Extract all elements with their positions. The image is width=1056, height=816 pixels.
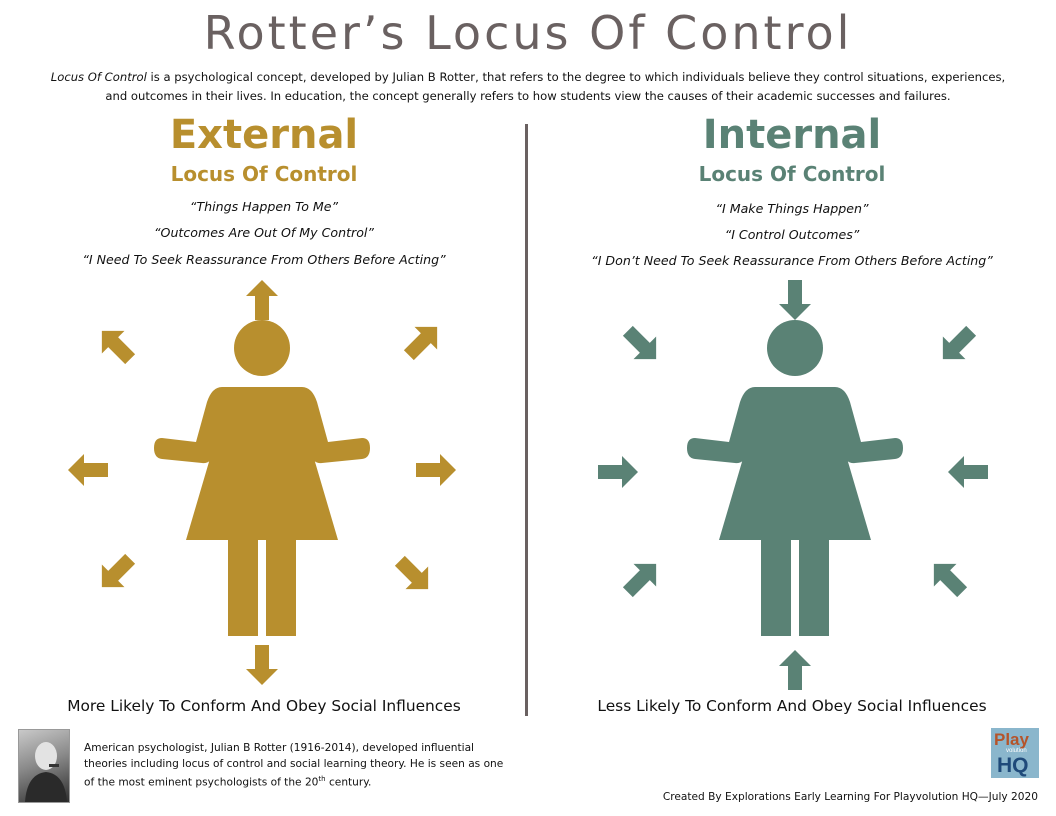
logo-hq: HQ xyxy=(997,754,1029,777)
ext-arrow-6-icon xyxy=(90,547,142,599)
internal-figure xyxy=(687,320,903,636)
int-arrow-6-icon xyxy=(616,552,668,604)
int-arrow-2-icon xyxy=(931,319,983,371)
external-quote-2: “Outcomes Are Out Of My Control” xyxy=(154,225,374,240)
ext-arrow-8-icon xyxy=(90,319,142,371)
external-figure xyxy=(154,320,370,636)
external-heading: External xyxy=(169,112,359,158)
ext-arrow-1-icon xyxy=(246,280,278,320)
internal-subheading: Locus Of Control xyxy=(698,162,886,186)
internal-person-icon xyxy=(687,320,903,636)
ext-arrow-3-icon xyxy=(416,454,456,486)
int-arrow-4-icon xyxy=(922,552,974,604)
rotter-bio: American psychologist, Julian B Rotter (… xyxy=(84,741,504,791)
logo-volution: volution xyxy=(1006,748,1027,754)
intro-term: Locus Of Control xyxy=(50,70,147,84)
bio-text: American psychologist, Julian B Rotter (… xyxy=(84,742,504,789)
external-person-icon xyxy=(154,320,370,636)
external-subheading: Locus Of Control xyxy=(170,162,358,186)
portrait-silhouette-icon xyxy=(25,742,67,802)
external-caption: More Likely To Conform And Obey Social I… xyxy=(67,697,461,715)
internal-quote-3: “I Don’t Need To Seek Reassurance From O… xyxy=(591,253,993,268)
ext-arrow-5-icon xyxy=(246,645,278,685)
int-arrow-5-icon xyxy=(779,650,811,690)
internal-caption: Less Likely To Conform And Obey Social I… xyxy=(597,697,987,715)
bio-text-end: century. xyxy=(325,776,372,789)
internal-heading: Internal xyxy=(702,112,882,158)
int-arrow-7-icon xyxy=(598,456,638,488)
ext-arrow-2-icon xyxy=(397,315,449,367)
int-arrow-3-icon xyxy=(948,456,988,488)
bio-superscript: th xyxy=(318,775,326,783)
ext-arrow-4-icon xyxy=(388,549,440,601)
playvolution-logo: Play volution HQ xyxy=(991,728,1039,778)
intro-paragraph: Locus Of Control is a psychological conc… xyxy=(50,68,1006,106)
center-divider xyxy=(525,124,528,716)
logo-play: Play xyxy=(994,730,1029,749)
page-title: Rotter’s Locus Of Control xyxy=(203,6,853,60)
internal-quote-2: “I Control Outcomes” xyxy=(724,227,860,242)
ext-arrow-7-icon xyxy=(68,454,108,486)
intro-text: is a psychological concept, developed by… xyxy=(105,70,1006,103)
int-arrow-1-icon xyxy=(779,280,811,320)
external-quote-3: “I Need To Seek Reassurance From Others … xyxy=(82,252,446,267)
rotter-portrait xyxy=(18,729,70,803)
internal-quote-1: “I Make Things Happen” xyxy=(715,201,869,216)
int-arrow-8-icon xyxy=(616,319,668,371)
credit-line: Created By Explorations Early Learning F… xyxy=(662,791,1038,803)
external-quote-1: “Things Happen To Me” xyxy=(189,199,339,214)
